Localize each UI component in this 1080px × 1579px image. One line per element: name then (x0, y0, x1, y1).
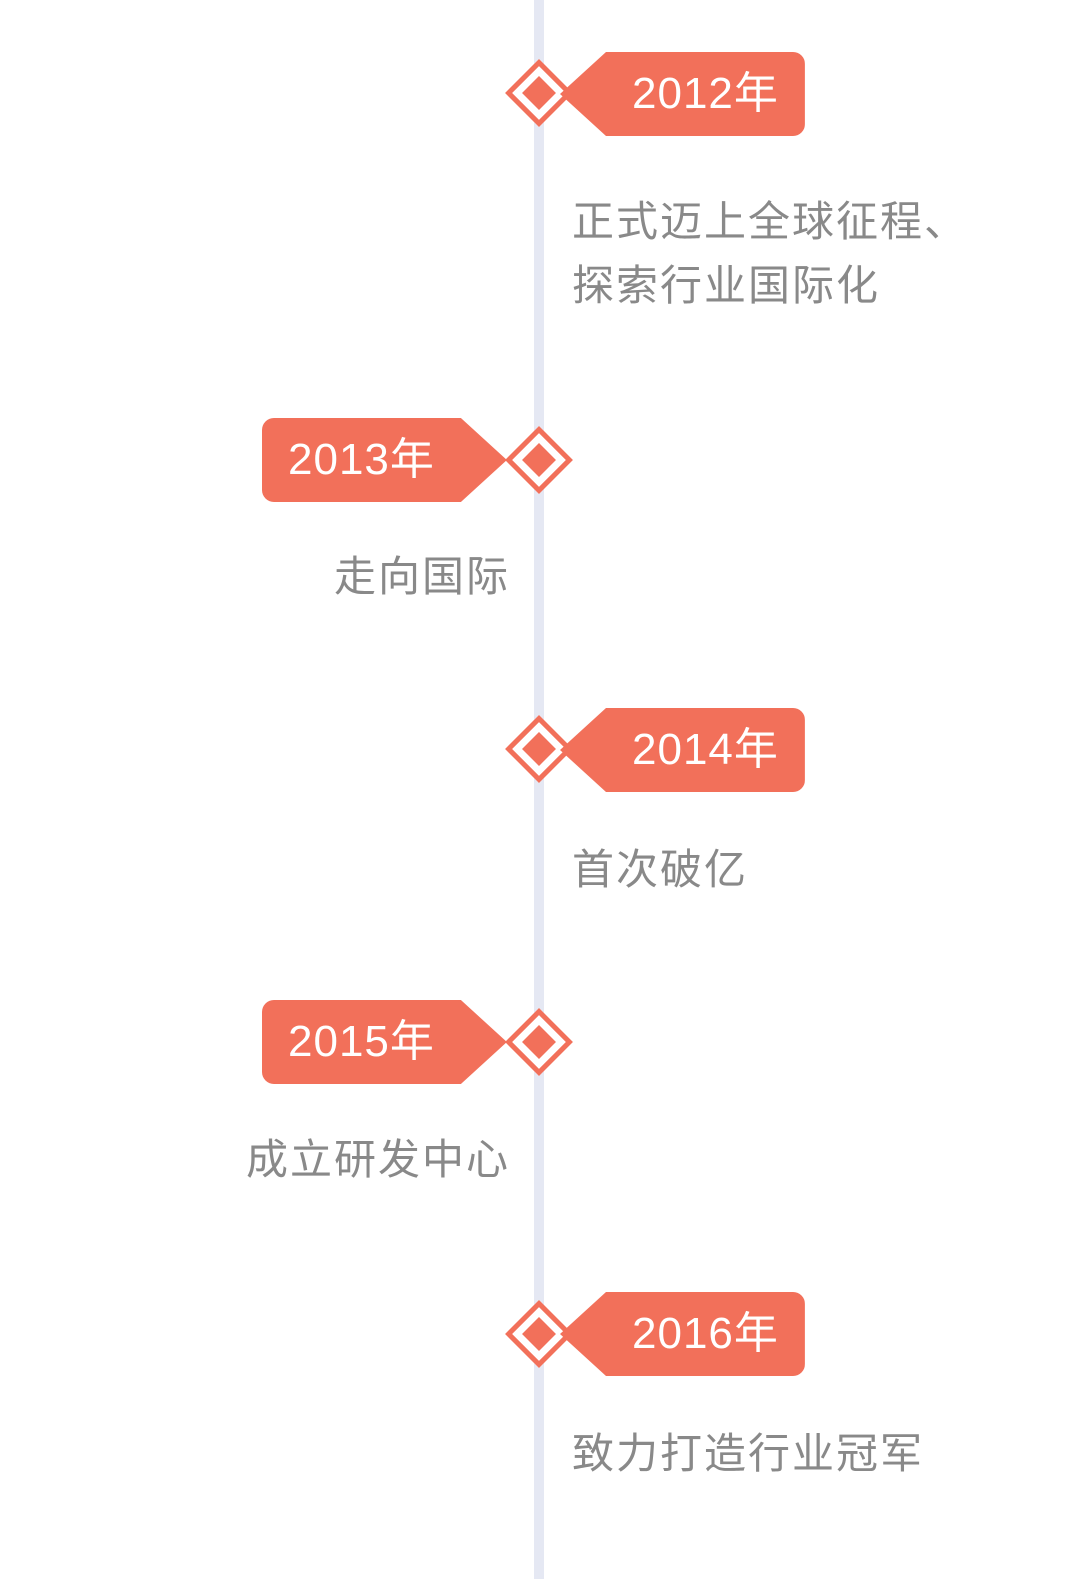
milestone-description-2013: 走向国际 (333, 553, 510, 600)
year-badge-2015[interactable]: 2015年 (262, 1000, 507, 1084)
diamond-marker-icon (505, 1008, 573, 1076)
year-badge-2013[interactable]: 2013年 (262, 418, 507, 502)
milestone-description-2015: 成立研发中心 (245, 1136, 510, 1183)
diamond-marker-icon (505, 426, 573, 494)
timeline-spine (534, 0, 544, 1579)
year-badge-2012[interactable]: 2012年 (560, 52, 805, 136)
year-badge-2014[interactable]: 2014年 (560, 708, 805, 792)
milestone-description-2012: 正式迈上全球征程、 探索行业国际化 (572, 198, 969, 309)
milestone-description-2014: 首次破亿 (572, 846, 749, 893)
year-badge-2016[interactable]: 2016年 (560, 1292, 805, 1376)
milestone-description-2016: 致力打造行业冠军 (572, 1430, 925, 1477)
